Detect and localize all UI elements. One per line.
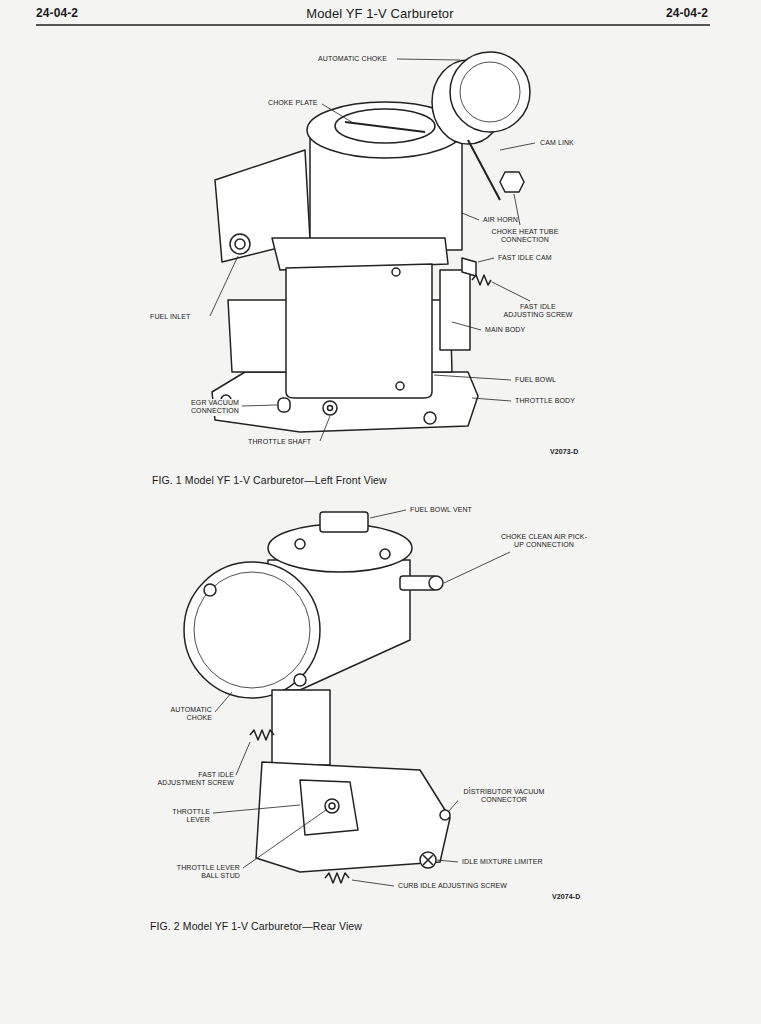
part-label: AUTOMATIC CHOKE — [162, 706, 212, 723]
part-label: AIR HORN — [483, 216, 518, 224]
part-label: AUTOMATIC CHOKE — [318, 55, 387, 63]
part-label: FAST IDLE ADJUSTMENT SCREW — [156, 771, 234, 788]
drawing-number: V2073-D — [550, 448, 578, 456]
page-number: 24-04-2 — [36, 6, 116, 20]
part-label: MAIN BODY — [485, 326, 525, 334]
part-label: FUEL BOWL VENT — [410, 506, 472, 514]
part-label: THROTTLE LEVER — [164, 808, 210, 825]
part-label: FAST IDLE CAM — [498, 254, 552, 262]
figure-caption: FIG. 1 Model YF 1-V Carburetor—Left Fron… — [152, 474, 387, 487]
part-label: CURB IDLE ADJUSTING SCREW — [398, 882, 507, 890]
part-label: CHOKE CLEAN AIR PICK-UP CONNECTION — [498, 533, 590, 550]
part-label: CHOKE PLATE — [268, 99, 318, 107]
part-label: EGR VACUUM CONNECTION — [183, 399, 239, 416]
part-label: THROTTLE SHAFT — [248, 438, 311, 446]
fig1-drawing — [212, 52, 530, 432]
leader-lines — [210, 59, 535, 886]
part-label: FUEL INLET — [150, 313, 206, 321]
part-label: CHOKE HEAT TUBE CONNECTION — [486, 228, 564, 245]
part-label: CAM LINK — [540, 139, 574, 147]
part-label: THROTTLE BODY — [515, 397, 575, 405]
page-number: 24-04-2 — [628, 6, 708, 20]
fig2-drawing — [184, 512, 450, 883]
part-label: DISTRIBUTOR VACUUM CONNECTOR — [458, 788, 550, 805]
drawing-number: V2074-D — [552, 893, 580, 901]
part-label: FUEL BOWL — [515, 376, 556, 384]
header-rule — [36, 24, 710, 26]
part-label: IDLE MIXTURE LIMITER — [462, 858, 543, 866]
page-title: Model YF 1-V Carburetor — [180, 6, 580, 22]
part-label: FAST IDLE ADJUSTING SCREW — [500, 303, 576, 320]
part-label: THROTTLE LEVER BALL STUD — [168, 864, 240, 881]
figure-caption: FIG. 2 Model YF 1-V Carburetor—Rear View — [150, 920, 362, 933]
